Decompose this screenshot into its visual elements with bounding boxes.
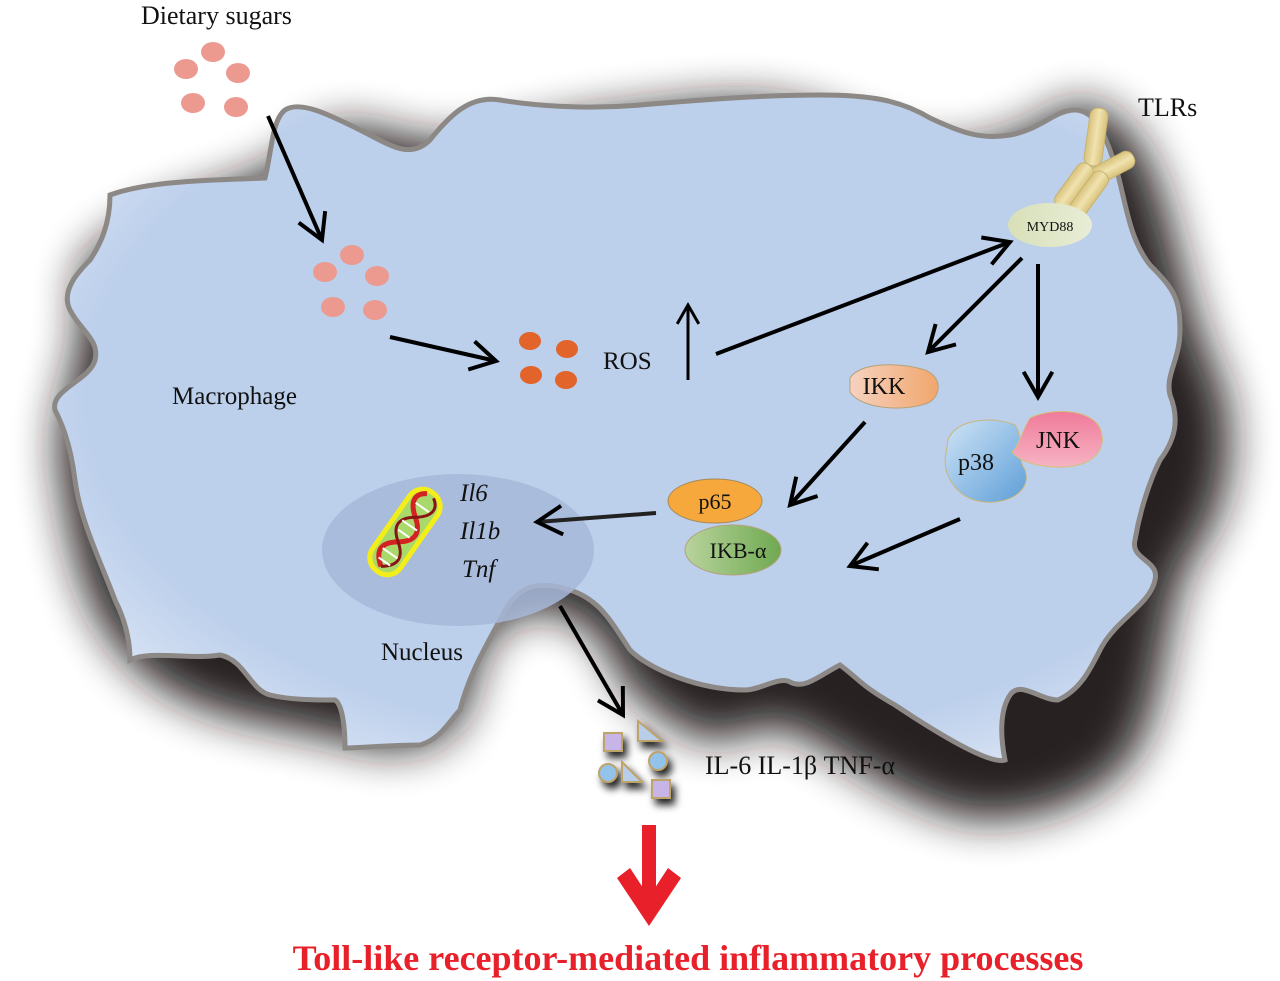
nucleus: [322, 474, 594, 626]
ikk-label: IKK: [863, 374, 906, 400]
gene-label: Tnf: [462, 556, 498, 583]
myd88-protein: MYD88: [1008, 203, 1092, 247]
intracellular-sugars: [313, 245, 389, 320]
gene-list: Il6 Il1b Tnf: [459, 480, 500, 583]
p38-label: p38: [958, 450, 994, 476]
p38-protein: p38: [944, 419, 1027, 503]
sugar-dot: [340, 245, 364, 265]
arrow-sugar-entry: [266, 115, 328, 244]
cytokine-icons: [598, 718, 671, 799]
sugar-dot: [365, 266, 389, 286]
arrows: [266, 115, 1055, 719]
sugar-dot: [224, 97, 248, 117]
ikb-alpha-protein: IKB-α: [684, 524, 782, 576]
macrophage-label: Macrophage: [172, 383, 297, 410]
cytokines-label: IL-6 IL-1β TNF-α: [705, 751, 895, 780]
arrow-nfkb-to-nucleus: [533, 504, 657, 537]
extracellular-sugars: [174, 42, 250, 117]
gene-label: Il1b: [459, 518, 500, 545]
arrow-myd88-to-ikk: [925, 256, 1024, 355]
conclusion-label: Toll-like receptor-mediated inflammatory…: [293, 938, 1084, 978]
nucleus-label: Nucleus: [381, 639, 463, 666]
sugar-dot: [201, 42, 225, 62]
dna-icon: [367, 486, 443, 578]
ros-dot: [555, 371, 577, 389]
sugar-dot: [321, 297, 345, 317]
tlrs-label: TLRs: [1138, 93, 1197, 122]
gene-label: Il6: [459, 480, 488, 507]
ikb-alpha-label: IKB-α: [710, 538, 767, 563]
tlr-receptor: [1054, 107, 1136, 218]
myd88-label: MYD88: [1027, 220, 1074, 235]
arrow-sugar-to-ros: [389, 335, 500, 372]
ros-dot: [519, 332, 541, 350]
sugar-dot: [174, 59, 198, 79]
macrophage-cell: [52, 92, 1183, 764]
arrow-ikk-to-nfkb: [787, 420, 867, 508]
sugar-dot: [226, 63, 250, 83]
dietary-sugars-label: Dietary sugars: [141, 1, 292, 30]
ros-dots: [519, 332, 578, 389]
red-down-arrow-icon: [617, 825, 681, 926]
ros-label: ROS: [603, 348, 652, 375]
arrow-nucleus-to-cytokines: [558, 604, 625, 719]
sugar-dot: [363, 300, 387, 320]
ros-dot: [556, 340, 578, 358]
arrow-mapk-to-nfkb: [846, 517, 961, 572]
arrow-ros-to-myd88: [715, 235, 1014, 356]
jnk-protein: JNK: [1011, 410, 1103, 468]
sugar-dot: [313, 262, 337, 282]
jnk-label: JNK: [1036, 428, 1081, 454]
ros-dot: [520, 366, 542, 384]
p65-label: p65: [699, 489, 732, 514]
sugar-dot: [181, 93, 205, 113]
ikk-protein: IKK: [849, 364, 939, 409]
p65-protein: p65: [667, 478, 763, 524]
